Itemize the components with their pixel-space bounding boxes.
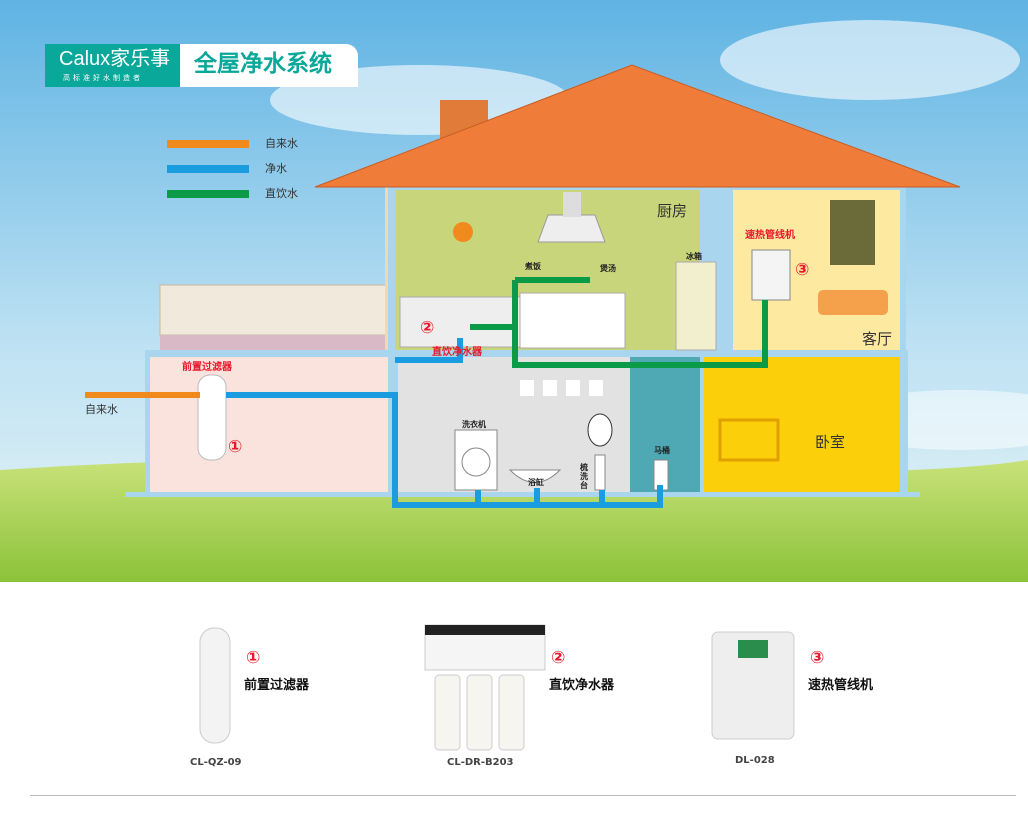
mirror: [587, 413, 613, 447]
bathtub: [508, 469, 562, 483]
pre-filter: [197, 374, 227, 461]
stove: [519, 292, 626, 349]
product-pre-filter: [199, 627, 231, 744]
bedroom: [704, 357, 900, 492]
product-model-2: CL-DR-B203: [447, 757, 514, 768]
label-washer: 洗衣机: [462, 420, 486, 429]
product-model-1: CL-QZ-09: [190, 757, 242, 768]
device-label-3: 速热管线机: [745, 230, 795, 241]
product-num-3: ③: [810, 648, 825, 668]
purified-water-pipe: [226, 338, 663, 508]
bed: [718, 418, 780, 462]
label-fridge: 冰箱: [686, 252, 702, 261]
room-living: 客厅: [862, 330, 893, 348]
legend-swatch-direct: [167, 190, 249, 198]
sofa: [818, 290, 888, 315]
legend-swatch-tap: [167, 140, 249, 148]
room-kitchen: 厨房: [657, 202, 688, 220]
legend-direct: 直饮水: [265, 187, 298, 200]
washing-machine: [454, 429, 498, 491]
lamp: [453, 222, 473, 242]
product-num-2: ②: [551, 648, 566, 668]
device-num-2: ②: [420, 318, 435, 338]
legend-swatch-purified: [167, 165, 249, 173]
device-num-1: ①: [228, 437, 243, 457]
entry-room: [150, 357, 388, 492]
roof: [314, 64, 961, 188]
device-num-3: ③: [795, 260, 810, 280]
legend-tap: 自来水: [265, 137, 298, 150]
label-cook: 煮饭: [525, 262, 541, 271]
range-hood: [537, 214, 606, 243]
fridge: [675, 261, 717, 351]
product-model-3: DL-028: [735, 755, 775, 766]
label-basin: 梳洗台: [580, 463, 588, 490]
fence: [159, 284, 389, 336]
label-bathtub: 浴缸: [528, 478, 544, 487]
logo: Calux家乐事 高标准好水制造者: [45, 44, 180, 87]
product-name-1: 前置过滤器: [244, 678, 310, 693]
window: [830, 200, 875, 265]
product-pipeline-machine: [711, 631, 795, 740]
page-title: 全屋净水系统: [180, 44, 358, 87]
label-soup: 煲汤: [600, 264, 616, 273]
pipeline-machine: [751, 249, 791, 301]
device-label-2: 直饮净水器: [432, 347, 482, 358]
inlet-label: 自来水: [85, 403, 118, 416]
room-bedroom: 卧室: [815, 433, 846, 451]
product-num-1: ①: [246, 648, 261, 668]
product-name-3: 速热管线机: [808, 678, 874, 693]
label-toilet: 马桶: [654, 446, 670, 455]
drinking-water-pipe: [470, 277, 768, 368]
product-name-2: 直饮净水器: [549, 678, 615, 693]
divider: [30, 795, 1016, 796]
legend-purified: 净水: [265, 162, 287, 175]
device-label-1: 前置过滤器: [182, 362, 232, 373]
